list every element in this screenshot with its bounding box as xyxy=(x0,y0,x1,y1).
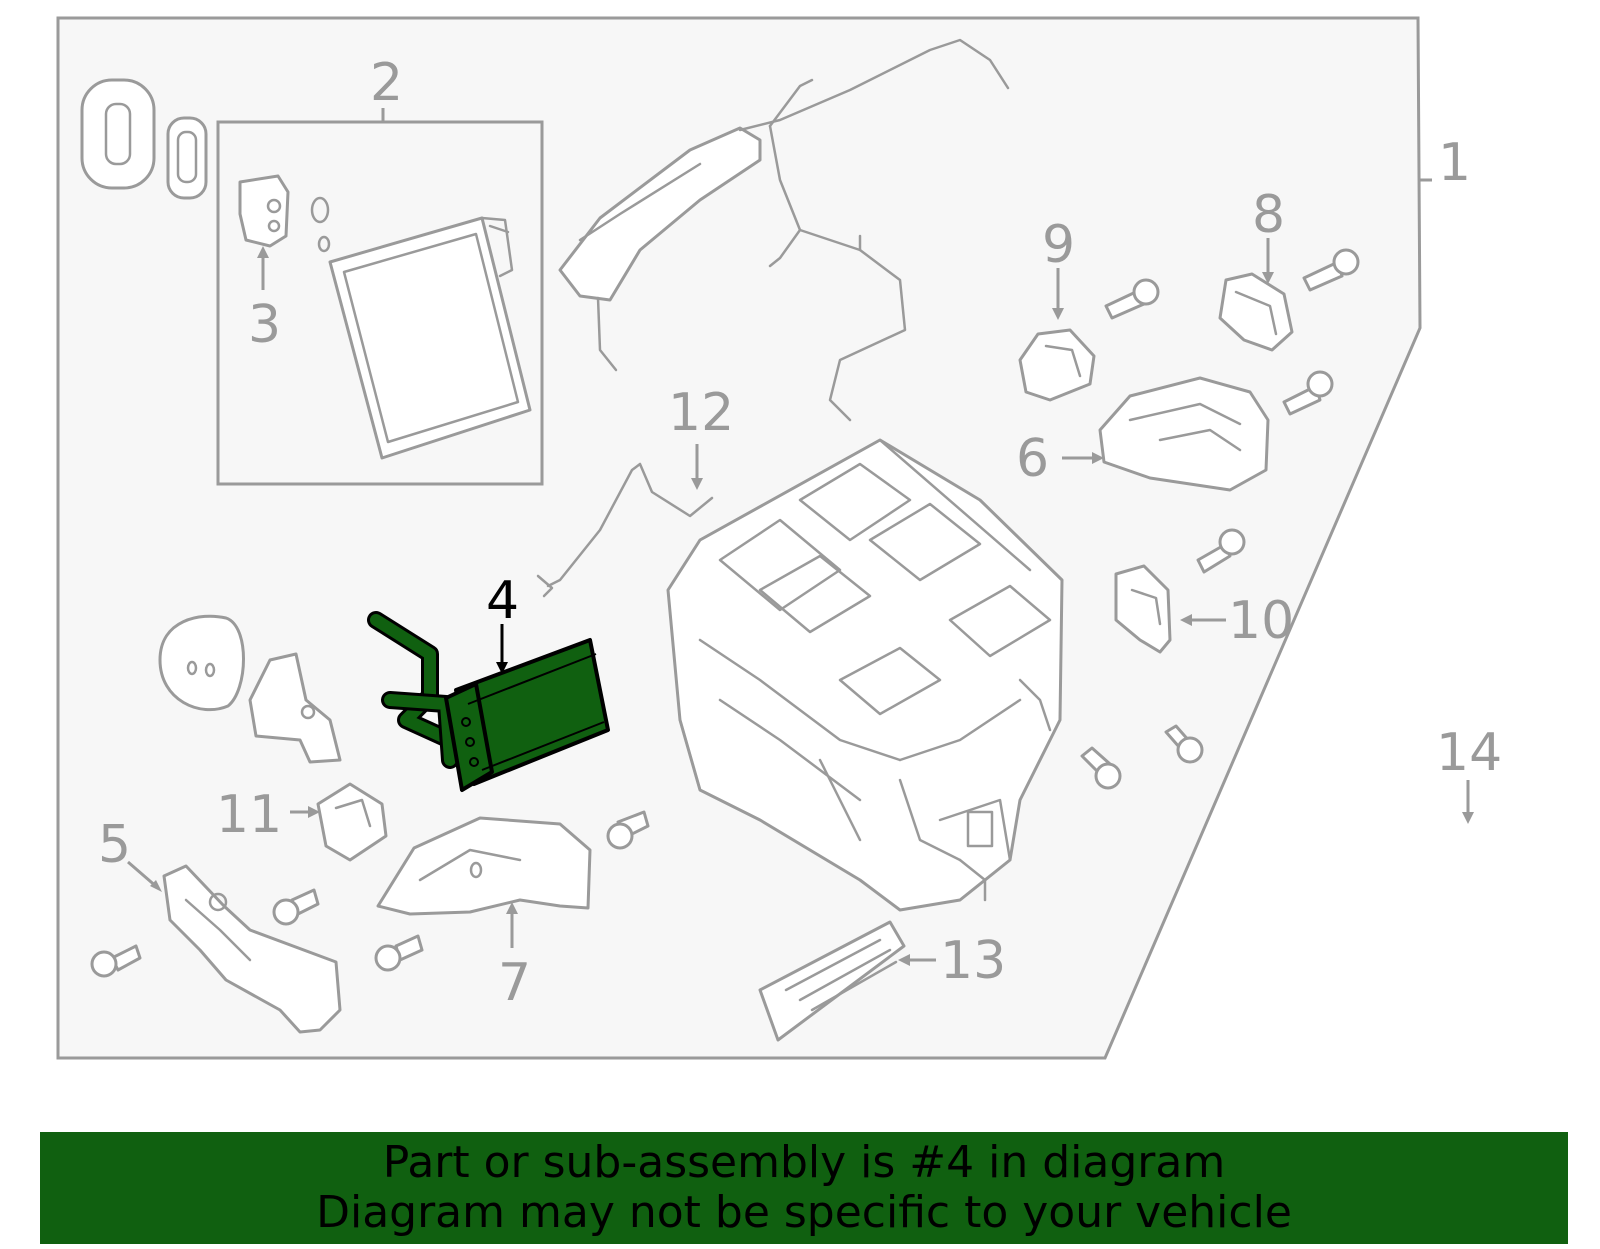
hvac-case xyxy=(666,438,1064,912)
callout-13: 13 xyxy=(940,931,1006,991)
wiring-harness xyxy=(558,38,1010,422)
parts-diagram: 1 2 3 4 5 6 7 8 9 10 11 12 13 14 xyxy=(56,16,1543,1060)
info-banner: Part or sub-assembly is #4 in diagram Di… xyxy=(40,1132,1568,1244)
blower-bracket xyxy=(248,652,342,764)
callout-3: 3 xyxy=(248,295,281,355)
drain-hose xyxy=(1307,627,1543,855)
blower-cover xyxy=(158,614,245,712)
heater-core xyxy=(367,611,610,792)
expansion-valve xyxy=(238,174,331,253)
callout-2: 2 xyxy=(370,53,403,113)
callout-6: 6 xyxy=(1016,429,1049,489)
duct-5 xyxy=(162,864,342,1034)
seal-large xyxy=(80,78,156,190)
callout-1: 1 xyxy=(1438,133,1471,193)
screws xyxy=(90,248,1360,978)
callout-7: 7 xyxy=(498,953,531,1013)
actuator-11 xyxy=(316,782,388,862)
callout-12: 12 xyxy=(668,383,734,443)
evaporator-core xyxy=(328,216,532,460)
banner-line-1: Part or sub-assembly is #4 in diagram xyxy=(382,1137,1226,1188)
actuator-9 xyxy=(1018,328,1096,402)
callout-5: 5 xyxy=(98,815,131,875)
cabin-filter xyxy=(758,920,906,1042)
actuator-10 xyxy=(1114,564,1172,654)
callout-4: 4 xyxy=(486,571,519,631)
duct-7 xyxy=(376,816,592,916)
actuator-8 xyxy=(1218,272,1294,352)
housing-6 xyxy=(1098,376,1270,492)
callout-10: 10 xyxy=(1228,591,1294,651)
callout-8: 8 xyxy=(1252,185,1285,245)
callout-9: 9 xyxy=(1042,215,1075,275)
evaporator-kit-box xyxy=(216,120,544,486)
temperature-sensor-wire xyxy=(546,462,714,588)
banner-line-2: Diagram may not be specific to your vehi… xyxy=(316,1187,1292,1238)
callout-11: 11 xyxy=(216,785,282,845)
callout-14: 14 xyxy=(1436,723,1502,783)
seal-small xyxy=(166,116,208,200)
